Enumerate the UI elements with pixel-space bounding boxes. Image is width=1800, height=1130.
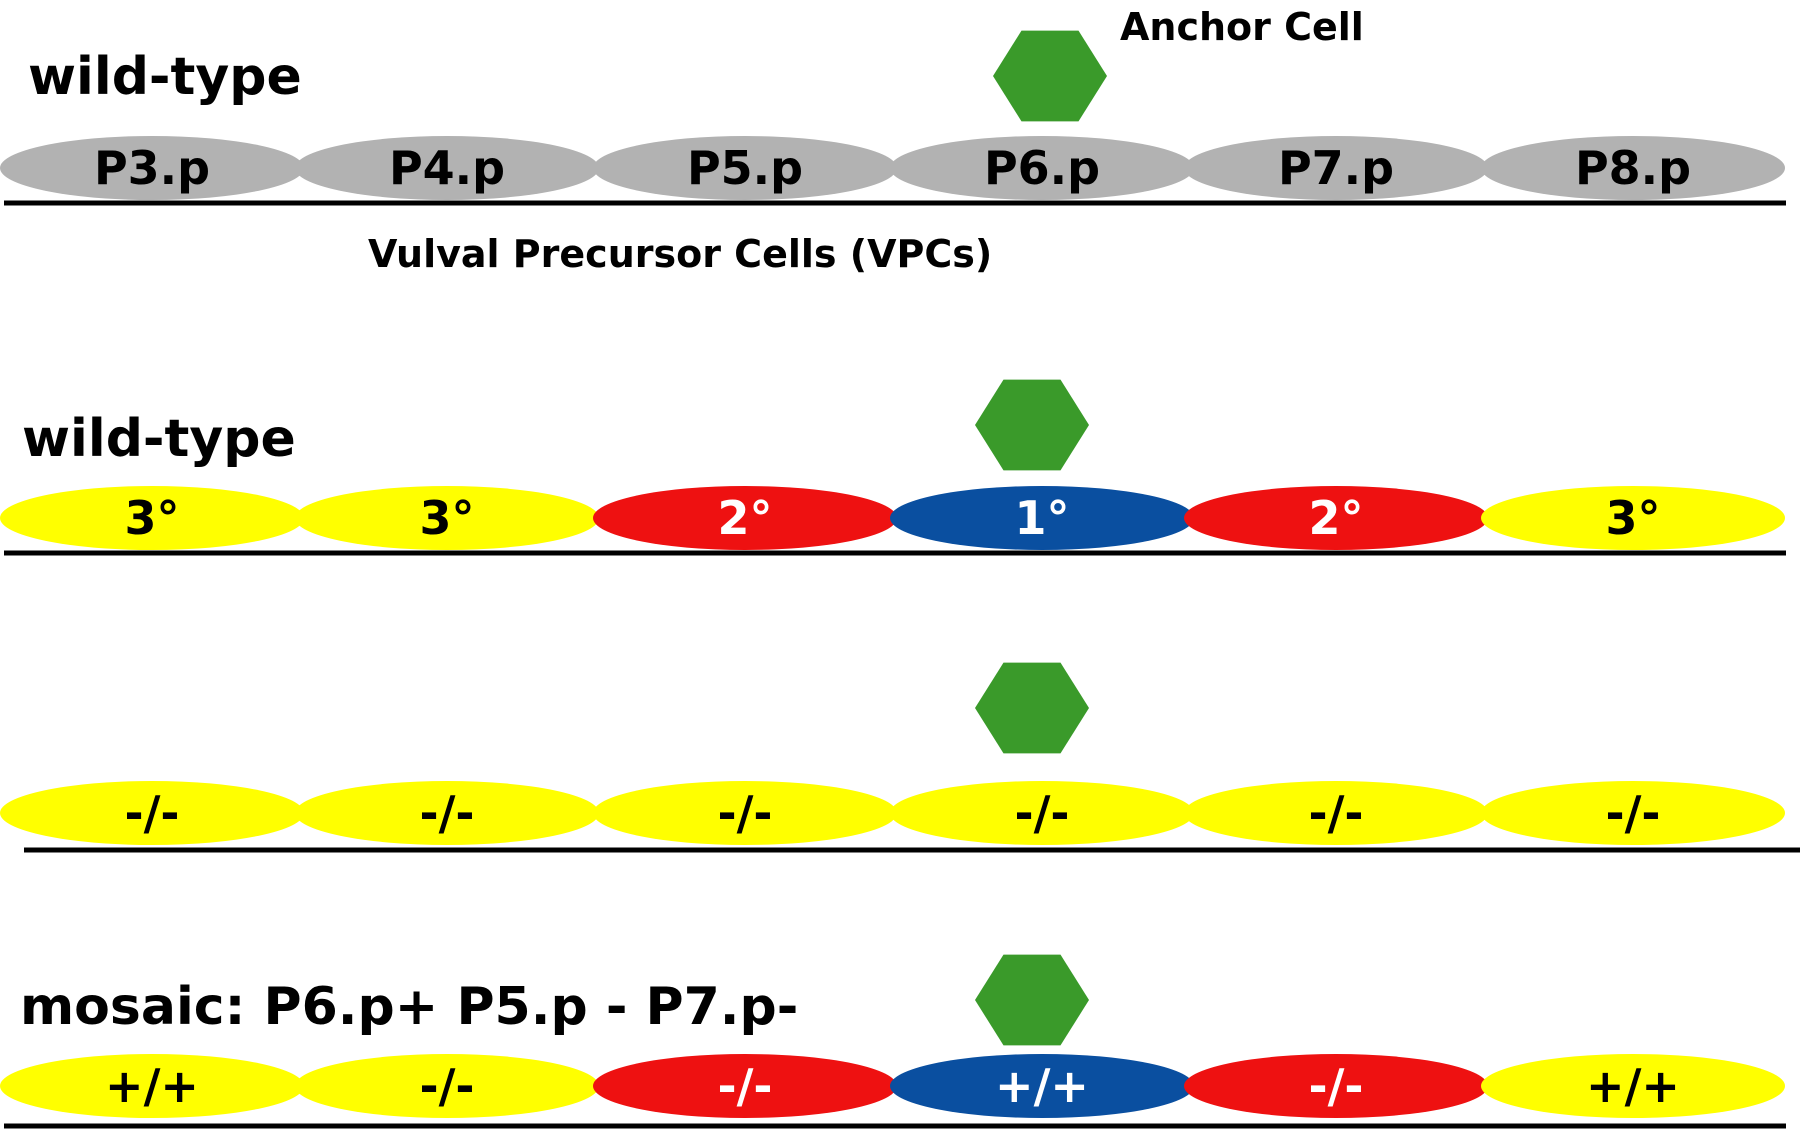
vpc-cell (593, 136, 897, 200)
vpc-cell (295, 136, 599, 200)
vpc-cell-label: P3.p (94, 141, 210, 195)
vpc-cell-label: +/+ (995, 1059, 1089, 1113)
vpc-cell-label: -/- (718, 786, 773, 840)
vpc-cell-label: 2° (1308, 491, 1363, 545)
vpc-cell-label: -/- (420, 786, 475, 840)
anchor-cell-hexagon (993, 30, 1107, 122)
vpc-cell-label: +/+ (105, 1059, 199, 1113)
vpc-cell (1184, 486, 1488, 550)
vpc-cell-label: P7.p (1278, 141, 1394, 195)
vpc-cell-label: P5.p (687, 141, 803, 195)
vpc-cell (593, 781, 897, 845)
row-4: mosaic: P6.p+ P5.p - P7.p- +/+ -/- -/- +/+ -/… (0, 954, 1786, 1129)
vpc-cell-label: 2° (717, 491, 772, 545)
row-label: wild-type (28, 47, 302, 107)
vpc-cell (295, 486, 599, 550)
vpc-cell (0, 781, 304, 845)
vpc-cell-label: +/+ (1586, 1059, 1680, 1113)
vpc-cell (593, 1054, 897, 1118)
vpc-cell-label: P8.p (1575, 141, 1691, 195)
vpc-caption: Vulval Precursor Cells (VPCs) (368, 232, 992, 276)
vpc-cell (890, 136, 1194, 200)
vpc-cell (593, 486, 897, 550)
vpc-cell (1184, 1054, 1488, 1118)
vpc-cell (1481, 1054, 1785, 1118)
vpc-cell-label: 3° (1605, 491, 1660, 545)
vpc-cell-label: -/- (125, 786, 180, 840)
vpc-cell (890, 781, 1194, 845)
vpc-cell-label: 3° (124, 491, 179, 545)
vpc-cell (1481, 781, 1785, 845)
vpc-cell-label: 3° (419, 491, 474, 545)
vpc-cell (1481, 136, 1785, 200)
vpc-cell (890, 1054, 1194, 1118)
vpc-cell-label: P6.p (984, 141, 1100, 195)
vpc-cell-label: -/- (1309, 786, 1364, 840)
vpc-cell (295, 781, 599, 845)
row-3: -/- -/- -/- -/- -/- -/- (0, 662, 1800, 853)
row-label: mosaic: P6.p+ P5.p - P7.p- (20, 977, 798, 1037)
vpc-cell (0, 136, 304, 200)
vpc-cell (295, 1054, 599, 1118)
row-label: wild-type (22, 409, 296, 469)
vpc-cell (1481, 486, 1785, 550)
vpc-cell-label: -/- (1015, 786, 1070, 840)
vpc-cell-label: -/- (1606, 786, 1661, 840)
vpc-cell-label: P4.p (389, 141, 505, 195)
vpc-cell (0, 486, 304, 550)
row-2: wild-type 3° 3° 2° 1° 2° 3° (0, 379, 1786, 556)
vpc-cell-label: -/- (718, 1059, 773, 1113)
vpc-cell-label: -/- (420, 1059, 475, 1113)
vpc-cell-label: 1° (1014, 491, 1069, 545)
vpc-cell (1184, 781, 1488, 845)
anchor-cell-label: Anchor Cell (1120, 5, 1364, 49)
anchor-cell-hexagon (975, 954, 1089, 1046)
vpc-cell-label: -/- (1309, 1059, 1364, 1113)
vpc-cell (1184, 136, 1488, 200)
vpc-cell (0, 1054, 304, 1118)
anchor-cell-hexagon (975, 662, 1089, 754)
vpc-cell (890, 486, 1194, 550)
anchor-cell-hexagon (975, 379, 1089, 471)
